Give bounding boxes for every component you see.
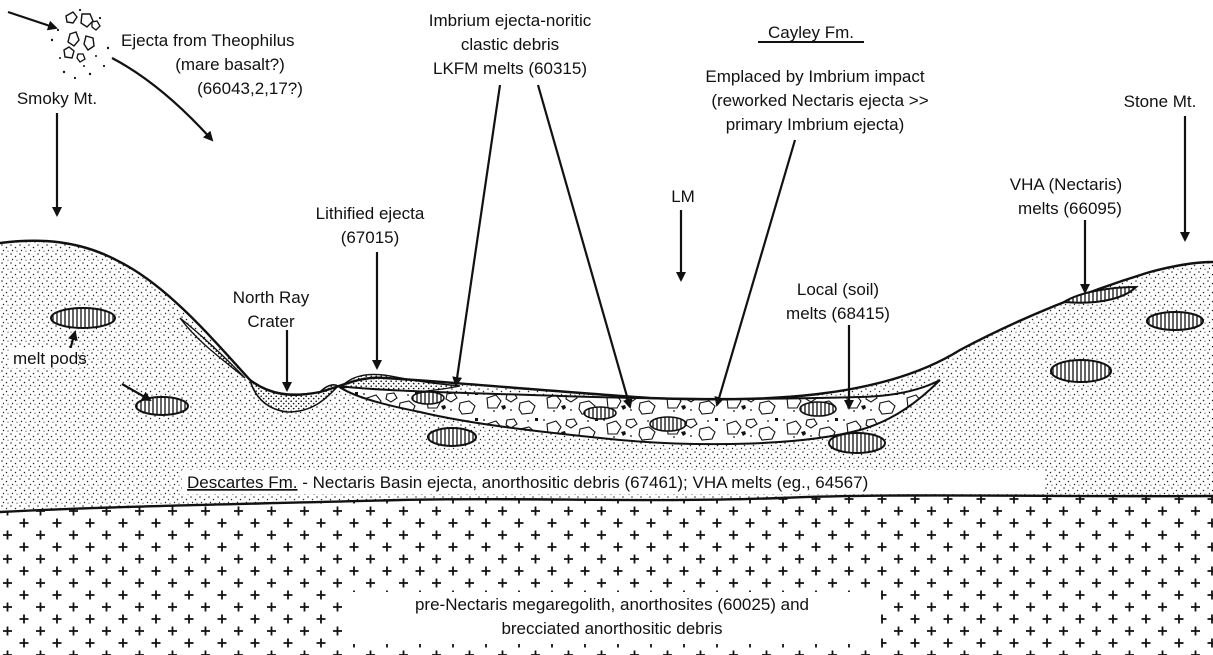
melt-pod bbox=[1051, 360, 1111, 382]
label-descartes-rest: - Nectaris Basin ejecta, anorthositic de… bbox=[298, 473, 869, 492]
label-northray-line1: North Ray bbox=[233, 288, 310, 307]
arrow-imbrium-2 bbox=[538, 85, 630, 407]
label-lithified-line1: Lithified ejecta bbox=[316, 204, 425, 223]
label-vha-line1: VHA (Nectaris) bbox=[1010, 175, 1122, 194]
label-prenectaris-line2: brecciated anorthositic debris bbox=[501, 619, 722, 638]
melt-pod bbox=[650, 417, 686, 431]
label-stone-mt: Stone Mt. bbox=[1124, 92, 1197, 111]
melt-pod bbox=[800, 402, 836, 416]
label-vha-line2: melts (66095) bbox=[1018, 199, 1122, 218]
label-melt-pods: melt pods bbox=[13, 349, 87, 368]
label-local-line1: Local (soil) bbox=[797, 280, 879, 299]
arrow-theophilus-in bbox=[8, 12, 56, 28]
label-northray-line2: Crater bbox=[247, 312, 295, 331]
melt-pod bbox=[829, 433, 885, 453]
label-theophilus-line3: (66043,2,17?) bbox=[197, 79, 303, 98]
label-smoky-mt: Smoky Mt. bbox=[17, 89, 97, 108]
label-descartes-title: Descartes Fm. bbox=[187, 473, 298, 492]
melt-pod bbox=[51, 308, 115, 328]
melt-pod bbox=[136, 397, 188, 415]
melt-pod bbox=[428, 428, 476, 446]
label-cayley-title: Cayley Fm. bbox=[768, 23, 854, 42]
theophilus-ejecta-clast-cluster bbox=[51, 9, 109, 79]
arrow-imbrium-1 bbox=[456, 85, 500, 385]
label-local-line2: melts (68415) bbox=[786, 304, 890, 323]
label-descartes: Descartes Fm. - Nectaris Basin ejecta, a… bbox=[187, 473, 868, 492]
label-cayley-line1: Emplaced by Imbrium impact bbox=[705, 67, 924, 86]
label-theophilus-line2: (mare basalt?) bbox=[175, 55, 285, 74]
label-lithified-line2: (67015) bbox=[341, 228, 400, 247]
label-imbrium-line2: clastic debris bbox=[461, 35, 559, 54]
label-imbrium-line3: LKFM melts (60315) bbox=[433, 59, 587, 78]
melt-pod bbox=[1147, 312, 1203, 330]
label-lm: LM bbox=[671, 187, 695, 206]
melt-pod bbox=[584, 407, 616, 419]
label-imbrium-line1: Imbrium ejecta-noritic bbox=[429, 11, 592, 30]
label-theophilus-line1: Ejecta from Theophilus bbox=[121, 31, 295, 50]
melt-pod bbox=[412, 392, 444, 404]
arrow-cayley bbox=[717, 140, 795, 405]
label-prenectaris-line1: pre-Nectaris megaregolith, anorthosites … bbox=[415, 595, 809, 614]
label-cayley-line2: (reworked Nectaris ejecta >> bbox=[711, 91, 928, 110]
label-cayley-line3: primary Imbrium ejecta) bbox=[726, 115, 905, 134]
